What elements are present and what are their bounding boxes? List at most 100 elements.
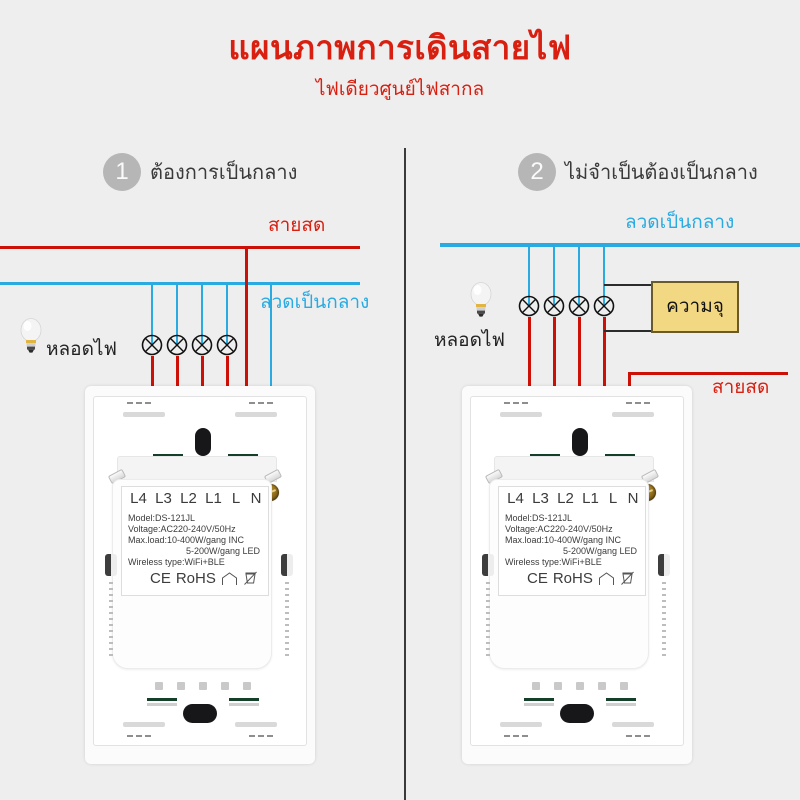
right-neutral-drop-1 bbox=[528, 243, 530, 305]
left-terminal-L3: L3 bbox=[155, 490, 172, 507]
left-spec-maxload-led: 5-200W/gang LED bbox=[185, 546, 260, 556]
right-bottom-button bbox=[560, 704, 594, 723]
right-plate-tick-top-right bbox=[626, 402, 650, 407]
left-bulb-label: หลอดไฟ bbox=[46, 339, 117, 360]
left-bottom-bar-2 bbox=[147, 703, 177, 706]
left-bottom-bar-4 bbox=[229, 703, 259, 706]
right-vent-column-right bbox=[662, 582, 666, 660]
right-label-area: L4 L3 L2 L1 L N Model:DS-121JL Voltage:A… bbox=[498, 486, 646, 596]
right-cert-rohs-label: RoHS bbox=[552, 570, 593, 587]
left-vent-square-5 bbox=[243, 682, 251, 690]
right-terminal-L1: L1 bbox=[582, 490, 599, 507]
left-neutral-drop-4 bbox=[226, 282, 228, 344]
left-neutral-bus bbox=[0, 282, 360, 285]
left-spec-model: Model:DS-121JL bbox=[128, 513, 196, 523]
left-terminal-L1: L1 bbox=[205, 490, 222, 507]
left-bottom-bar-3 bbox=[229, 698, 259, 701]
right-spec-maxload-led: 5-200W/gang LED bbox=[562, 546, 637, 556]
right-neutral-drop-4 bbox=[603, 243, 605, 305]
right-terminal-letters: L4 L3 L2 L1 L N bbox=[503, 490, 651, 507]
left-cert-ce-label: CE bbox=[150, 570, 171, 587]
left-neutral-drop-1 bbox=[151, 282, 153, 344]
right-switch-device: L4 L3 L2 L1 L N Model:DS-121JL Voltage:A… bbox=[462, 386, 692, 764]
left-spec-wireless: Wireless type:WiFi+BLE bbox=[128, 557, 225, 567]
house-icon bbox=[221, 571, 238, 586]
section-2-badge: 2 bbox=[518, 153, 556, 191]
right-indicator-oval bbox=[572, 428, 588, 456]
capacitor-bottom-lead bbox=[604, 330, 652, 332]
right-terminal-Live: L bbox=[608, 490, 618, 507]
right-vent-square-3 bbox=[576, 682, 584, 690]
left-neutral-label: ลวดเป็นกลาง bbox=[260, 292, 370, 313]
right-lamp-3 bbox=[568, 295, 590, 317]
right-neutral-bus bbox=[440, 243, 800, 247]
left-spec-voltage: Voltage:AC220-240V/50Hz bbox=[128, 524, 236, 534]
left-lamp-1 bbox=[141, 334, 163, 356]
right-certification-row: CE RoHS bbox=[527, 570, 635, 587]
right-neutral-drop-2 bbox=[553, 243, 555, 305]
right-spec-wireless: Wireless type:WiFi+BLE bbox=[505, 557, 602, 567]
left-switch-device: L4 L3 L2 L1 L N Model:DS-121JL Voltage:A… bbox=[85, 386, 315, 764]
right-plate-notch-top-left bbox=[500, 412, 542, 417]
left-live-bus bbox=[0, 246, 360, 249]
right-terminal-L4: L4 bbox=[507, 490, 524, 507]
right-terminal-Neutral: N bbox=[627, 490, 639, 507]
page-title: แผนภาพการเดินสายไฟ bbox=[228, 29, 572, 66]
left-indicator-oval bbox=[195, 428, 211, 456]
left-contact-bar-1 bbox=[153, 454, 183, 457]
left-plate-notch-bottom-right bbox=[235, 722, 277, 727]
right-plate-tick-bottom-left bbox=[504, 735, 528, 740]
left-terminal-L4: L4 bbox=[130, 490, 147, 507]
house-icon bbox=[598, 571, 615, 586]
left-vent-square-4 bbox=[221, 682, 229, 690]
right-vent-column-left bbox=[486, 582, 490, 660]
left-light-bulb-icon bbox=[18, 316, 44, 356]
left-terminal-letters: L4 L3 L2 L1 L N bbox=[126, 490, 274, 507]
left-neutral-drop-3 bbox=[201, 282, 203, 344]
right-lamp-4 bbox=[593, 295, 615, 317]
right-contact-bar-1 bbox=[530, 454, 560, 457]
left-plate-tick-top-right bbox=[249, 402, 273, 407]
left-certification-row: CE RoHS bbox=[150, 570, 258, 587]
left-vent-column-right bbox=[285, 582, 289, 660]
right-bottom-bar-1 bbox=[524, 698, 554, 701]
left-spec-maxload-inc: Max.load:10-400W/gang INC bbox=[128, 535, 245, 545]
right-light-bulb-icon bbox=[468, 280, 494, 320]
left-plate-tick-bottom-right bbox=[249, 735, 273, 740]
left-plate-notch-top-right bbox=[235, 412, 277, 417]
right-terminal-L3: L3 bbox=[532, 490, 549, 507]
right-bulb-label: หลอดไฟ bbox=[434, 330, 505, 351]
left-vent-square-3 bbox=[199, 682, 207, 690]
right-lamp-1-to-L4 bbox=[528, 317, 531, 454]
right-neutral-label: ลวดเป็นกลาง bbox=[625, 212, 735, 233]
right-bottom-vents bbox=[532, 682, 628, 690]
left-plate-tick-bottom-left bbox=[127, 735, 151, 740]
left-vent-column-left bbox=[109, 582, 113, 660]
right-spec-model: Model:DS-121JL bbox=[505, 513, 573, 523]
right-cert-ce-label: CE bbox=[527, 570, 548, 587]
left-plate-notch-bottom-left bbox=[123, 722, 165, 727]
right-live-bus bbox=[628, 372, 788, 375]
left-side-clip-left bbox=[105, 554, 117, 576]
right-bottom-bar-2 bbox=[524, 703, 554, 706]
section-divider bbox=[404, 148, 406, 800]
left-neutral-drop-2 bbox=[176, 282, 178, 344]
right-lamp-2-to-L3 bbox=[553, 317, 556, 454]
capacitor-label: ความจุ bbox=[666, 296, 724, 318]
left-vent-square-1 bbox=[155, 682, 163, 690]
left-live-label: สายสด bbox=[268, 215, 326, 236]
left-terminal-L2: L2 bbox=[180, 490, 197, 507]
left-plate-tick-top-left bbox=[127, 402, 151, 407]
right-terminal-L2: L2 bbox=[557, 490, 574, 507]
right-spec-maxload-inc: Max.load:10-400W/gang INC bbox=[505, 535, 622, 545]
right-vent-square-5 bbox=[620, 682, 628, 690]
left-bottom-bar-1 bbox=[147, 698, 177, 701]
right-lamp-1 bbox=[518, 295, 540, 317]
right-lamp-2 bbox=[543, 295, 565, 317]
right-neutral-drop-3 bbox=[578, 243, 580, 305]
right-bottom-bar-3 bbox=[606, 698, 636, 701]
capacitor-box: ความจุ bbox=[651, 281, 739, 333]
crossed-out-wheelie-bin-icon bbox=[243, 571, 258, 586]
left-contact-bar-3 bbox=[228, 454, 258, 457]
